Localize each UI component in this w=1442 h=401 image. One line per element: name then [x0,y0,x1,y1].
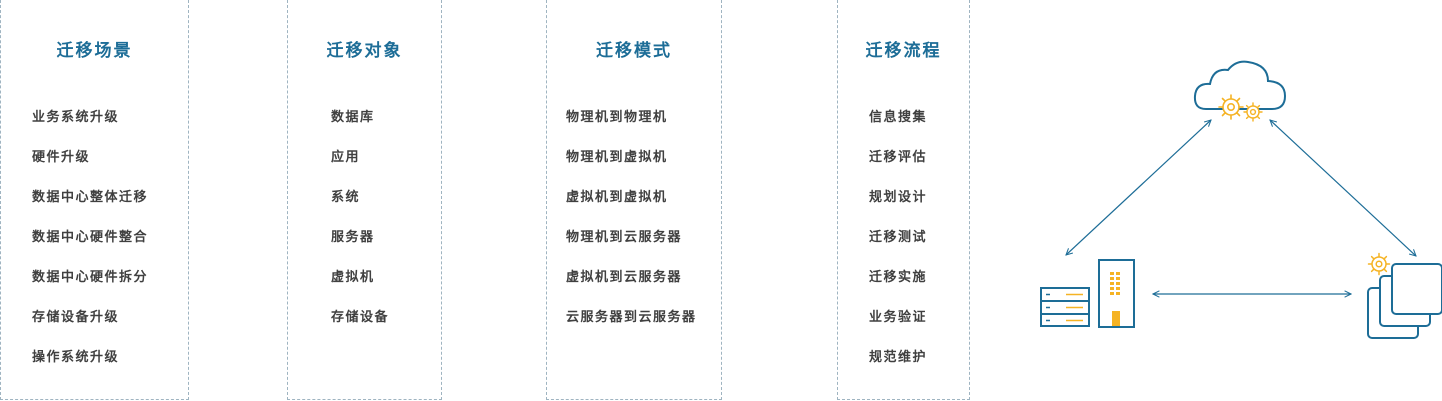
list-item: 数据中心硬件拆分 [32,270,149,285]
list-item: 迁移评估 [869,150,928,165]
list-item: 规范维护 [869,350,928,365]
list-item: 操作系统升级 [32,350,120,365]
list-item: 物理机到虚拟机 [566,150,668,165]
list-item: 应用 [331,150,361,165]
gear-icon [1367,252,1391,276]
column-list: 信息搜集 迁移评估 规划设计 迁移测试 迁移实施 业务验证 规范维护 [838,108,969,388]
list-item: 物理机到云服务器 [566,230,683,245]
list-item: 硬件升级 [32,150,91,165]
list-item: 虚拟机到虚拟机 [566,190,668,205]
arrow-cloud-vm [1270,120,1416,256]
migration-diagram [1040,60,1442,339]
column-list: 业务系统升级 硬件升级 数据中心整体迁移 数据中心硬件整合 数据中心硬件拆分 存… [1,108,188,388]
list-item: 虚拟机到云服务器 [566,270,683,285]
migration-modes-column: 迁移模式 物理机到物理机 物理机到虚拟机 虚拟机到虚拟机 物理机到云服务器 虚拟… [546,0,722,400]
column-list: 数据库 应用 系统 服务器 虚拟机 存储设备 [288,108,441,348]
list-item: 信息搜集 [869,110,928,125]
column-title: 迁移场景 [56,41,133,61]
list-item: 存储设备升级 [32,310,120,325]
migration-process-column: 迁移流程 信息搜集 迁移评估 规划设计 迁移测试 迁移实施 业务验证 规范维护 [837,0,970,400]
list-item: 存储设备 [331,310,390,325]
list-item: 迁移测试 [869,230,928,245]
list-item: 业务系统升级 [32,110,120,125]
list-item: 业务验证 [869,310,928,325]
list-item: 数据中心整体迁移 [32,190,149,205]
cloud-gears-icon [1193,60,1287,122]
list-item: 系统 [331,190,361,205]
column-title: 迁移模式 [596,41,672,61]
virtual-machines-icon [1367,252,1442,339]
list-item: 数据中心硬件整合 [32,230,149,245]
list-item: 服务器 [331,230,375,245]
column-list: 物理机到物理机 物理机到虚拟机 虚拟机到虚拟机 物理机到云服务器 虚拟机到云服务… [547,108,721,348]
column-title: 迁移对象 [326,41,403,61]
list-item: 迁移实施 [869,270,928,285]
list-item: 物理机到物理机 [566,110,668,125]
arrow-cloud-server [1066,120,1211,255]
list-item: 规划设计 [869,190,928,205]
migration-scenarios-column: 迁移场景 业务系统升级 硬件升级 数据中心整体迁移 数据中心硬件整合 数据中心硬… [0,0,189,400]
server-rack-icon [1040,259,1135,328]
column-title: 迁移流程 [865,41,942,61]
list-item: 虚拟机 [331,270,375,285]
list-item: 云服务器到云服务器 [566,310,697,325]
gear-icon [1243,102,1263,122]
arrows [1066,120,1416,294]
gear-icon [1218,94,1244,120]
list-item: 数据库 [331,110,375,125]
migration-objects-column: 迁移对象 数据库 应用 系统 服务器 虚拟机 存储设备 [287,0,442,400]
